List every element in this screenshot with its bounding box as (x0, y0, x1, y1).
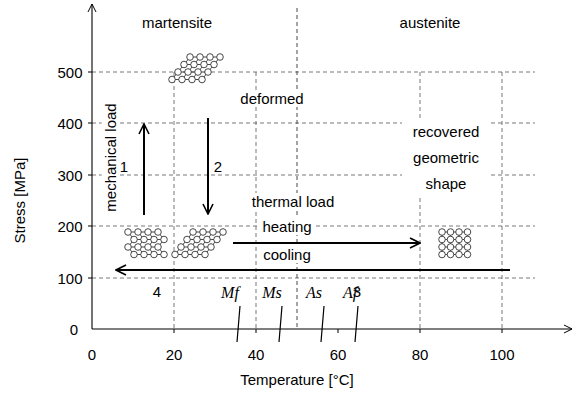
state-label: deformed (238, 90, 305, 107)
axis-title: Stress [MPa] (12, 155, 29, 245)
x-tick: 100 (487, 346, 516, 363)
x-tick: 0 (86, 346, 98, 363)
temperature-symbol: Mf (219, 284, 241, 301)
load-label: mechanical load (102, 101, 119, 213)
axis-ticks (88, 72, 502, 333)
step-number: 2 (212, 158, 224, 175)
step-number: 4 (151, 283, 163, 300)
x-tick: 20 (164, 346, 185, 363)
transformation-temperature-marks (237, 306, 358, 342)
y-tick: 100 (55, 270, 84, 287)
temperature-symbol: Ms (260, 284, 284, 301)
x-tick: 60 (328, 346, 349, 363)
y-tick: 200 (55, 218, 84, 235)
step-number: 1 (118, 158, 130, 175)
process-label: heating (260, 218, 313, 235)
phase-name: martensite (140, 14, 214, 31)
temperature-symbol: Af (341, 284, 359, 301)
x-axis (92, 328, 572, 329)
load-label: thermal load (250, 193, 337, 210)
x-tick: 80 (410, 346, 431, 363)
y-tick: 300 (55, 167, 84, 184)
y-axis (91, 4, 92, 329)
grid-lines (92, 72, 535, 329)
x-tick: 40 (246, 346, 267, 363)
phase-name: austenite (398, 14, 463, 31)
state-label: recovered geometric shape (402, 119, 490, 197)
axis-title: Temperature [°C] (238, 371, 356, 388)
process-label: cooling (261, 246, 313, 263)
y-tick: 400 (55, 115, 84, 132)
temperature-symbol: As (304, 284, 324, 301)
phase-divider (297, 8, 298, 329)
y-tick: 500 (55, 64, 84, 81)
load-arrows (116, 118, 510, 270)
y-tick: 0 (68, 321, 80, 338)
